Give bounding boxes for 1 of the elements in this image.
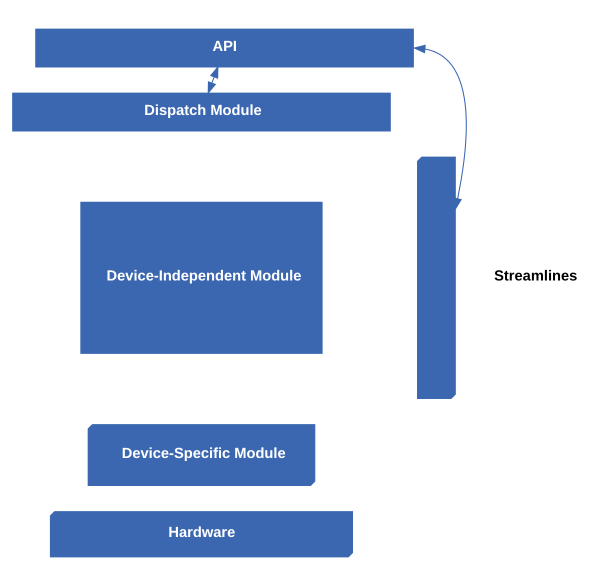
label: Streamlines — [494, 268, 578, 285]
